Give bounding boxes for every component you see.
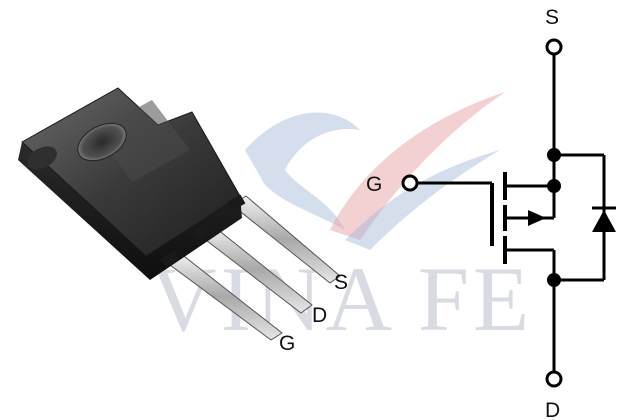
schematic-label-gate: G [366,173,382,196]
drain-terminal [545,370,563,388]
body-arrow-icon [528,210,546,226]
watermark-logo [245,92,505,250]
watermark-text: VINA FE [150,248,533,350]
source-terminal [545,38,563,56]
schematic-label-source: S [545,6,559,29]
mounting-hole [77,122,127,162]
transistor-package [18,87,341,341]
package-label-drain: D [312,304,327,327]
package-body-side [18,142,242,280]
schematic-label-drain: D [545,399,560,420]
diode-icon [592,210,616,232]
package-label-gate: G [279,332,295,355]
mosfet-symbol-fills [528,148,616,287]
package-label-source: S [334,271,348,294]
gate-terminal [401,174,419,192]
mosfet-symbol [401,38,616,388]
